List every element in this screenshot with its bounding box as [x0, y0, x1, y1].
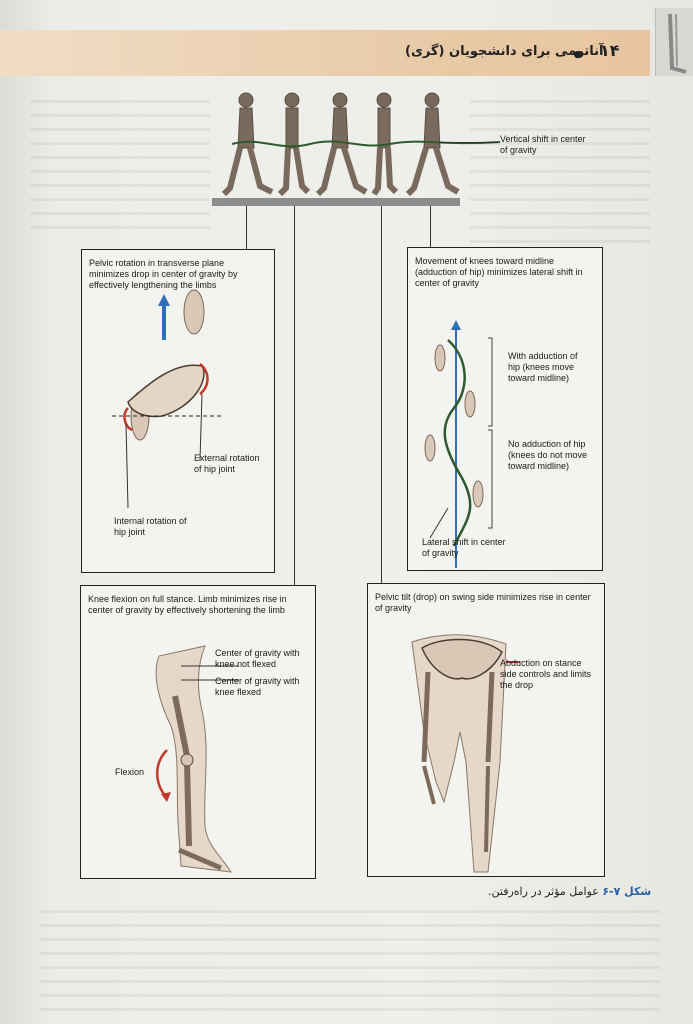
panel-caption: Pelvic tilt (drop) on swing side minimiz… [375, 592, 591, 613]
connector-line [246, 206, 247, 250]
background-text-bottom [40, 910, 660, 1020]
header-bullet [574, 51, 581, 58]
leg-skeleton-illustration [155, 645, 239, 873]
vertical-shift-pointer [440, 142, 498, 143]
background-text-right [470, 100, 650, 250]
connector-line [294, 206, 295, 586]
footprints-illustration [424, 320, 493, 568]
book-title: آناتومی برای دانشجویان (گری) [405, 44, 604, 59]
no-adduction-label: No adduction of hip (knees do not move t… [508, 439, 588, 471]
flexion-label: Flexion [115, 767, 145, 777]
panel-pelvic-rotation: Pelvic rotation in transverse plane mini… [81, 249, 275, 573]
with-adduction-label: With adduction of hip (knees move toward… [508, 351, 578, 383]
abduction-label: Abduction on stance side controls and li… [500, 658, 592, 690]
lateral-shift-label: Lateral shift in center of gravity [422, 537, 506, 558]
leg-skeleton-icon [668, 13, 687, 74]
flexion-arrow-icon [156, 749, 171, 802]
connector-line [381, 206, 382, 584]
panel-caption: Pelvic rotation in transverse plane mini… [89, 258, 238, 290]
cog-not-flexed-label: Center of gravity with knee not flexed [215, 648, 300, 669]
background-text-left [30, 100, 210, 230]
figure-caption-text: عوامل مؤثر در راه‌رفتن. [488, 885, 599, 898]
internal-rotation-label: Internal rotation of hip joint [114, 516, 187, 537]
thumbnail-skeleton-image [655, 8, 693, 76]
panel-knee-midline: Movement of knees toward midline (adduct… [407, 247, 603, 571]
connector-line [430, 206, 431, 248]
pelvis-feet-illustration [112, 289, 222, 509]
header-band [0, 30, 650, 76]
figure-caption: شکل ۷-۶ عوامل مؤثر در راه‌رفتن. [488, 885, 651, 898]
figure-number: شکل ۷-۶ [602, 885, 652, 898]
pelvis-legs-illustration [411, 634, 520, 873]
vertical-shift-label: Vertical shift in center of gravity [500, 134, 586, 155]
panel-knee-flexion: Knee flexion on full stance. Limb minimi… [80, 585, 316, 879]
external-rotation-label: External rotation of hip joint [194, 453, 260, 474]
page-number: ۱۴ [600, 41, 620, 60]
panel-caption: Movement of knees toward midline (adduct… [415, 256, 583, 288]
cog-flexed-label: Center of gravity with knee flexed [215, 676, 300, 697]
panel-caption: Knee flexion on full stance. Limb minimi… [88, 594, 287, 615]
panel-pelvic-tilt: Pelvic tilt (drop) on swing side minimiz… [367, 583, 605, 877]
walking-figures-illustration [212, 92, 501, 206]
